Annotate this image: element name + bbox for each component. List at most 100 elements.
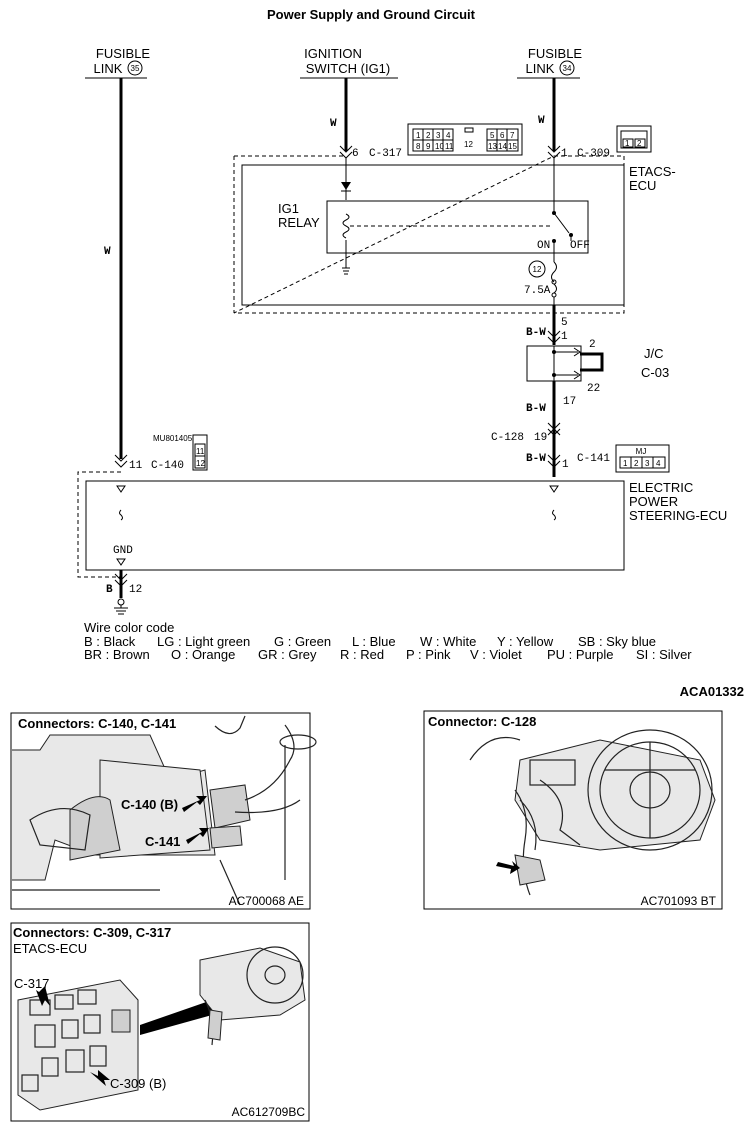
svg-text:R : Red: R : Red	[340, 647, 384, 662]
svg-text:AC701093 BT: AC701093 BT	[641, 894, 717, 908]
svg-text:7: 7	[510, 131, 515, 140]
svg-text:GR : Grey: GR : Grey	[258, 647, 317, 662]
svg-text:ETACS-ECU: ETACS-ECU	[13, 941, 87, 956]
ground-symbol	[114, 598, 128, 615]
svg-text:34: 34	[563, 64, 572, 73]
wire-color-right: W	[538, 115, 545, 127]
eps-gnd-pin: 12	[129, 584, 142, 596]
svg-text:1: 1	[562, 459, 569, 471]
svg-text:BR : Brown: BR : Brown	[84, 647, 150, 662]
svg-text:3: 3	[436, 131, 441, 140]
svg-text:2: 2	[426, 131, 431, 140]
svg-text:C-140: C-140	[151, 460, 184, 472]
svg-text:LG : Light green: LG : Light green	[157, 634, 250, 649]
svg-text:ELECTRIC: ELECTRIC	[629, 480, 693, 495]
svg-text:LINK: LINK	[94, 61, 123, 76]
svg-text:10: 10	[435, 142, 444, 151]
wire-color-ground: B	[106, 584, 113, 596]
svg-text:C-140 (B): C-140 (B)	[121, 797, 178, 812]
svg-text:15: 15	[508, 142, 517, 151]
svg-text:C-03: C-03	[641, 365, 669, 380]
connector-c309: 1 C-309 1 2	[547, 125, 652, 160]
svg-text:GND: GND	[113, 545, 133, 557]
svg-text:6: 6	[352, 148, 359, 160]
etacs-ecu: ETACS- ECU	[233, 155, 676, 314]
svg-text:C-309: C-309	[577, 148, 610, 160]
svg-text:C-317: C-317	[369, 148, 402, 160]
svg-text:1: 1	[623, 459, 628, 468]
connector-c317-face: 1 2 3 4 8 9 10 11 12 5 6 7 13 14 15	[412, 127, 519, 152]
svg-text:C-317: C-317	[14, 976, 49, 991]
eps-ecu: ELECTRIC POWER STEERING-ECU GND	[77, 471, 727, 578]
joint-connector-c03: 2 22 J/C C-03	[526, 339, 669, 395]
svg-text:V : Violet: V : Violet	[470, 647, 522, 662]
jc-pin-in: 1	[561, 331, 568, 343]
svg-text:MJ: MJ	[636, 447, 647, 456]
connector-c317: 6 C-317 1 2 3 4 8 9 10 11 12 5 6 7 13	[339, 123, 523, 160]
svg-text:G : Green: G : Green	[274, 634, 331, 649]
connector-c141: 1 C-141 MJ 1 2 3 4	[547, 444, 670, 473]
diagram-code: ACA01332	[680, 684, 744, 699]
connector-c128: C-128 19	[491, 422, 561, 444]
connector-c140: 11 C-140 MU801405 11 12	[114, 434, 208, 472]
svg-text:Connectors: C-309, C-317: Connectors: C-309, C-317	[13, 925, 171, 940]
svg-text:1: 1	[416, 131, 421, 140]
svg-text:19: 19	[534, 432, 547, 444]
svg-text:11: 11	[445, 142, 454, 151]
svg-text:LINK: LINK	[526, 61, 555, 76]
svg-text:SB : Sky blue: SB : Sky blue	[578, 634, 656, 649]
svg-text:8: 8	[416, 142, 421, 151]
svg-text:35: 35	[131, 64, 140, 73]
svg-text:ETACS-: ETACS-	[629, 164, 676, 179]
svg-text:PU : Purple: PU : Purple	[547, 647, 613, 662]
svg-text:13: 13	[488, 142, 497, 151]
svg-text:2: 2	[637, 139, 642, 148]
svg-text:Connectors: C-140, C-141: Connectors: C-140, C-141	[18, 716, 176, 731]
wire-color-bw-bottom: B-W	[526, 453, 546, 465]
diagram-title: Power Supply and Ground Circuit	[267, 7, 476, 22]
ig1-relay: IG1 RELAY ON OFF	[278, 158, 590, 275]
svg-text:IG1: IG1	[278, 201, 299, 216]
wire-color-bw-mid: B-W	[526, 403, 546, 415]
jc-pin-out: 17	[563, 396, 576, 408]
wire-color-legend: Wire color code B : Black LG : Light gre…	[84, 620, 692, 662]
svg-text:STEERING-ECU: STEERING-ECU	[629, 508, 727, 523]
svg-text:W : White: W : White	[420, 634, 476, 649]
svg-text:J/C: J/C	[644, 346, 664, 361]
svg-text:9: 9	[426, 142, 431, 151]
svg-text:B : Black: B : Black	[84, 634, 136, 649]
wire-color-bw-top: B-W	[526, 327, 546, 339]
svg-text:FUSIBLE: FUSIBLE	[528, 46, 583, 61]
svg-text:MU801405: MU801405	[153, 434, 193, 443]
fusible-link-34-label: FUSIBLE LINK 34	[517, 46, 583, 79]
svg-text:IGNITION: IGNITION	[304, 46, 362, 61]
svg-text:SI : Silver: SI : Silver	[636, 647, 692, 662]
svg-text:FUSIBLE: FUSIBLE	[96, 46, 151, 61]
svg-text:5: 5	[490, 131, 495, 140]
svg-text:12: 12	[464, 140, 473, 149]
svg-text:Wire color code: Wire color code	[84, 620, 174, 635]
panel-c140-c141: Connectors: C-140, C-141 C-140 (B) C-141…	[10, 712, 317, 910]
svg-text:C-309 (B): C-309 (B)	[110, 1076, 166, 1091]
svg-text:Y : Yellow: Y : Yellow	[497, 634, 554, 649]
wire-color-ig: W	[330, 118, 337, 130]
svg-text:SWITCH (IG1): SWITCH (IG1)	[306, 61, 391, 76]
svg-text:1: 1	[625, 139, 630, 148]
svg-text:C-141: C-141	[577, 453, 610, 465]
svg-text:Connector: C-128: Connector: C-128	[428, 714, 536, 729]
svg-text:C-141: C-141	[145, 834, 180, 849]
etacs-out-pin: 5	[561, 317, 568, 329]
panel-c128: Connector: C-128 AC701093 BT	[423, 710, 723, 910]
svg-text:P : Pink: P : Pink	[406, 647, 451, 662]
svg-text:12: 12	[533, 265, 542, 274]
svg-text:14: 14	[498, 142, 507, 151]
svg-text:2: 2	[634, 459, 639, 468]
svg-text:RELAY: RELAY	[278, 215, 320, 230]
svg-text:L : Blue: L : Blue	[352, 634, 396, 649]
wire-color-left: W	[104, 246, 111, 258]
svg-text:ON: ON	[537, 240, 550, 252]
svg-text:12: 12	[196, 459, 205, 468]
svg-text:22: 22	[587, 383, 600, 395]
svg-text:11: 11	[129, 460, 143, 472]
svg-text:C-128: C-128	[491, 432, 524, 444]
